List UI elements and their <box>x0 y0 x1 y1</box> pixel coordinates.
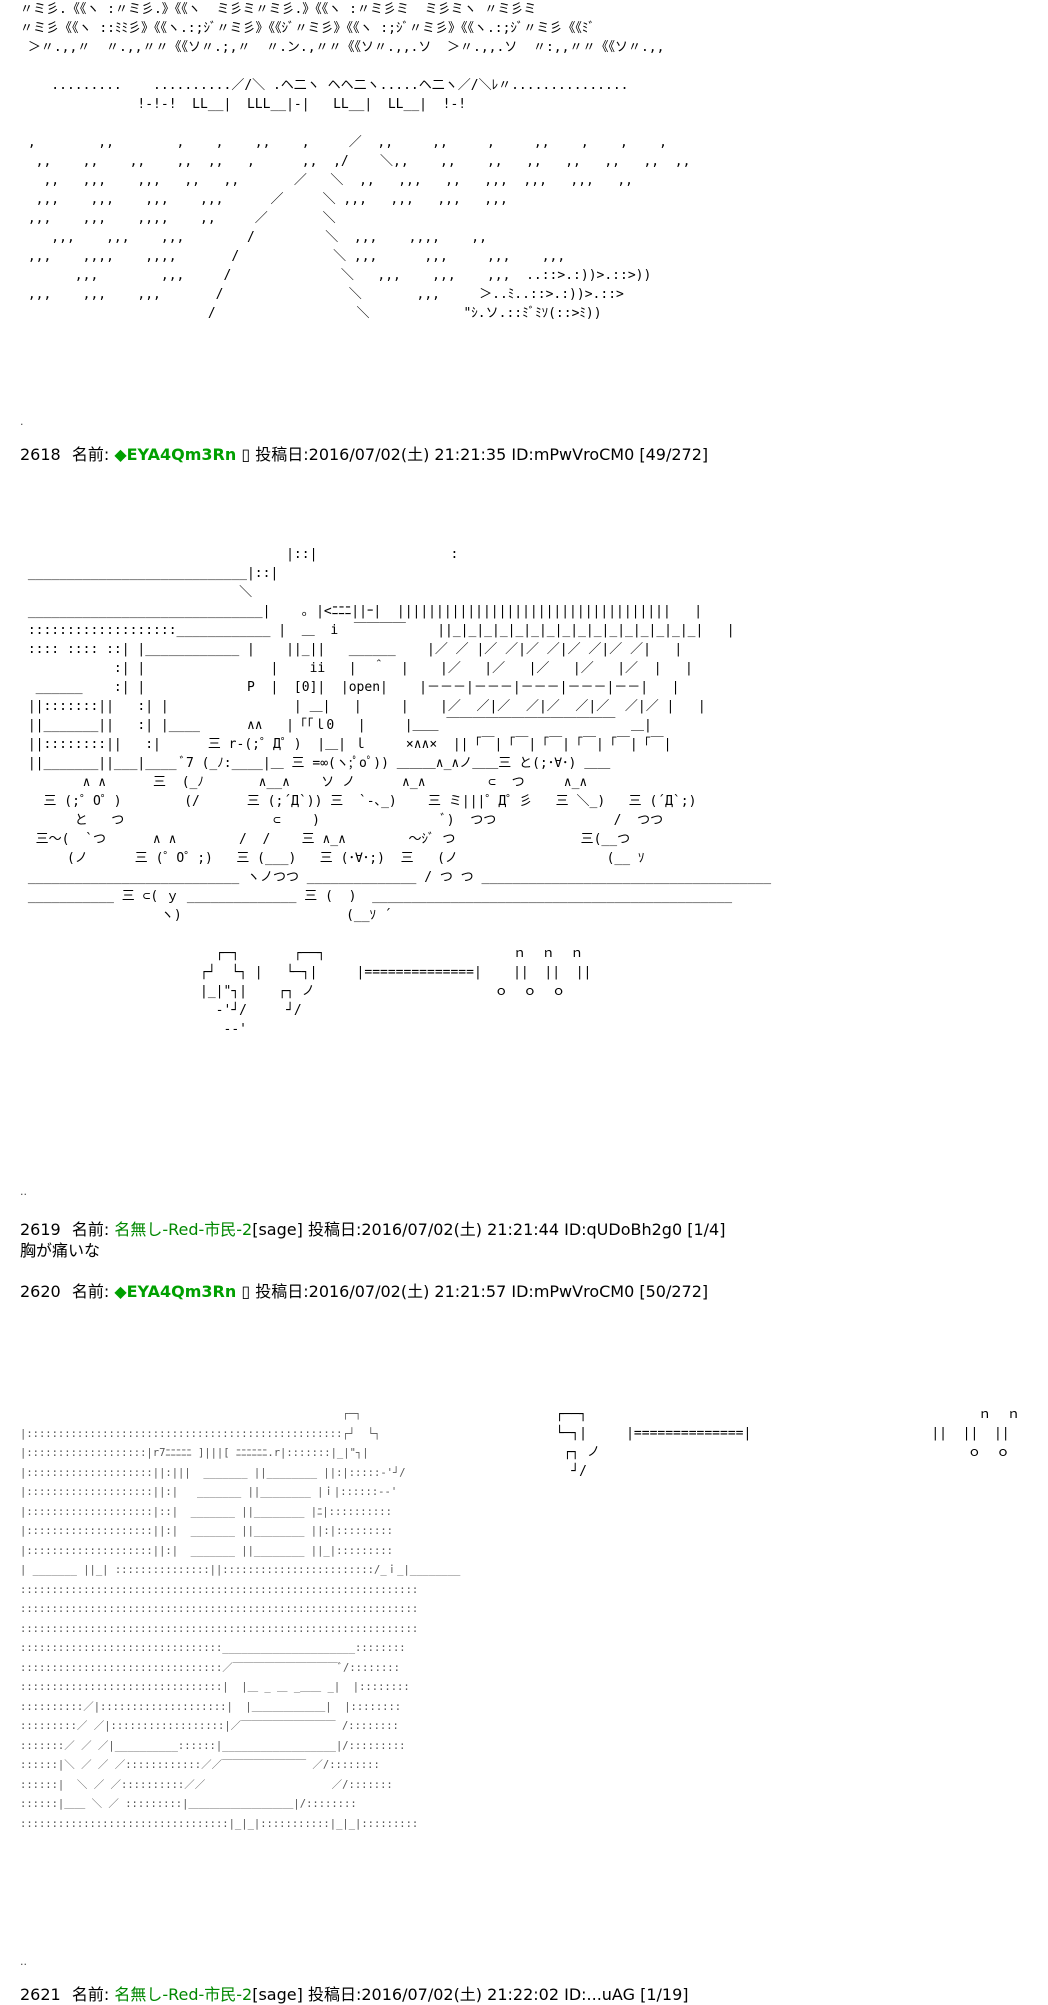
post-number[interactable]: 2618 <box>20 445 61 464</box>
poster-name: 名無し-Red-市民-2 <box>114 1220 253 1239</box>
post-date: 2016/07/02(土) 21:21:44 <box>361 1220 559 1239</box>
post-number[interactable]: 2619 <box>20 1220 61 1239</box>
poster-id[interactable]: ID:...uAG <box>564 1985 635 2004</box>
poster-id[interactable]: ID:mPwVroCM0 <box>511 1282 635 1301</box>
name-label: 名前: <box>71 1220 110 1239</box>
post-number[interactable]: 2621 <box>20 1985 61 2004</box>
post-count: [1/4] <box>687 1220 726 1239</box>
poster-trip: ◆EYA4Qm3Rn <box>114 1282 237 1301</box>
post-header-2621: 2621 名前: 名無し-Red-市民-2[sage] 投稿日:2016/07/… <box>20 1985 689 2005</box>
post-header-2620: 2620 名前: ◆EYA4Qm3Rn ▯ 投稿日:2016/07/02(土) … <box>20 1282 708 1302</box>
post-date: 2016/07/02(土) 21:21:35 <box>308 445 507 464</box>
separator-dot: .. <box>20 1185 27 1198</box>
post-count: [50/272] <box>639 1282 709 1301</box>
post-2618-ascii-art: |::| : ____________________________|::| … <box>27 547 772 1037</box>
date-label: 投稿日: <box>307 1985 362 2004</box>
poster-id[interactable]: ID:qUDoBh2g0 <box>564 1220 683 1239</box>
post-date: 2016/07/02(土) 21:22:02 <box>361 1985 559 2004</box>
date-label: 投稿日: <box>255 445 309 464</box>
top-ascii-art: 〃ミ彡.《《ヽ :〃ミ彡.》《《ヽ ミ彡ミ〃ミ彡.》《《ヽ :〃ミ彡ミ ミ彡ミヽ… <box>20 2 691 321</box>
post-count: [1/19] <box>640 1985 689 2004</box>
name-label: 名前: <box>71 1985 110 2004</box>
post-number[interactable]: 2620 <box>20 1282 61 1301</box>
date-label: 投稿日: <box>307 1220 362 1239</box>
mail-box-icon: ▯ <box>241 1282 251 1301</box>
date-label: 投稿日: <box>255 1282 309 1301</box>
poster-mail[interactable]: [sage] <box>252 1985 303 2004</box>
post-count: [49/272] <box>639 445 709 464</box>
name-label: 名前: <box>71 445 110 464</box>
post-body-2619: 胸が痛いな <box>20 1241 101 1260</box>
post-date: 2016/07/02(土) 21:21:57 <box>308 1282 507 1301</box>
poster-trip: ◆EYA4Qm3Rn <box>114 445 237 464</box>
mail-box-icon: ▯ <box>241 445 251 464</box>
poster-id[interactable]: ID:mPwVroCM0 <box>511 445 635 464</box>
poster-name: 名無し-Red-市民-2 <box>114 1985 253 2004</box>
post-2620-ascii-art-room: ┌─┐ |:::::::::::::::::::::::::::::::::::… <box>20 1408 461 1830</box>
separator-dot: . <box>20 415 24 428</box>
post-header-2618: 2618 名前: ◆EYA4Qm3Rn ▯ 投稿日:2016/07/02(土) … <box>20 445 708 465</box>
post-header-2619: 2619 名前: 名無し-Red-市民-2[sage] 投稿日:2016/07/… <box>20 1220 725 1240</box>
name-label: 名前: <box>71 1282 110 1301</box>
poster-mail[interactable]: [sage] <box>252 1220 303 1239</box>
separator-dot: .. <box>20 1955 27 1968</box>
post-2620-ascii-art-sfx: ┌──┐ ｎ ｎ ｎ └─┐| |==============| || || |… <box>555 1407 1020 1479</box>
